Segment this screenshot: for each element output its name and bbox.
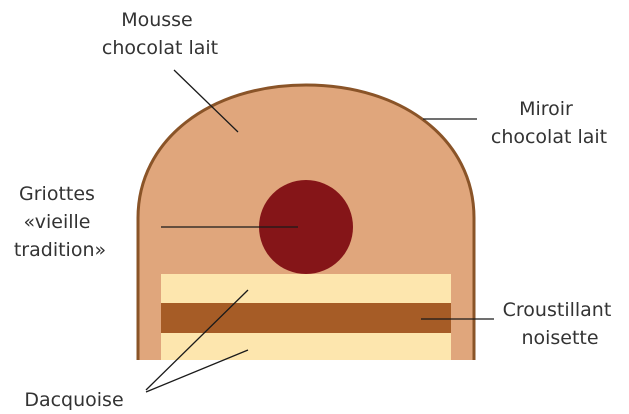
label-croustillant: Croustillant noisette [503,299,618,349]
label-griottes-line-3: tradition» [14,239,106,261]
dacquoise-top-layer [161,274,451,304]
label-croustillant-line-2: noisette [521,327,598,349]
label-miroir-line-2: chocolat lait [491,126,607,148]
label-dacquoise-line-1: Dacquoise [24,389,123,411]
label-mousse-line-2: chocolat lait [102,37,218,59]
label-croustillant-line-1: Croustillant [503,299,612,321]
croustillant-layer [161,303,451,333]
dacquoise-bottom-layer [161,333,451,360]
label-griottes: Griottes «vieille tradition» [14,183,106,261]
label-mousse: Mousse chocolat lait [102,9,218,59]
label-mousse-line-1: Mousse [121,9,193,31]
label-miroir-line-1: Miroir [519,98,573,120]
label-dacquoise: Dacquoise [24,389,123,411]
label-griottes-line-1: Griottes [19,183,95,205]
label-griottes-line-2: «vieille [23,211,90,233]
label-miroir: Miroir chocolat lait [491,98,607,148]
